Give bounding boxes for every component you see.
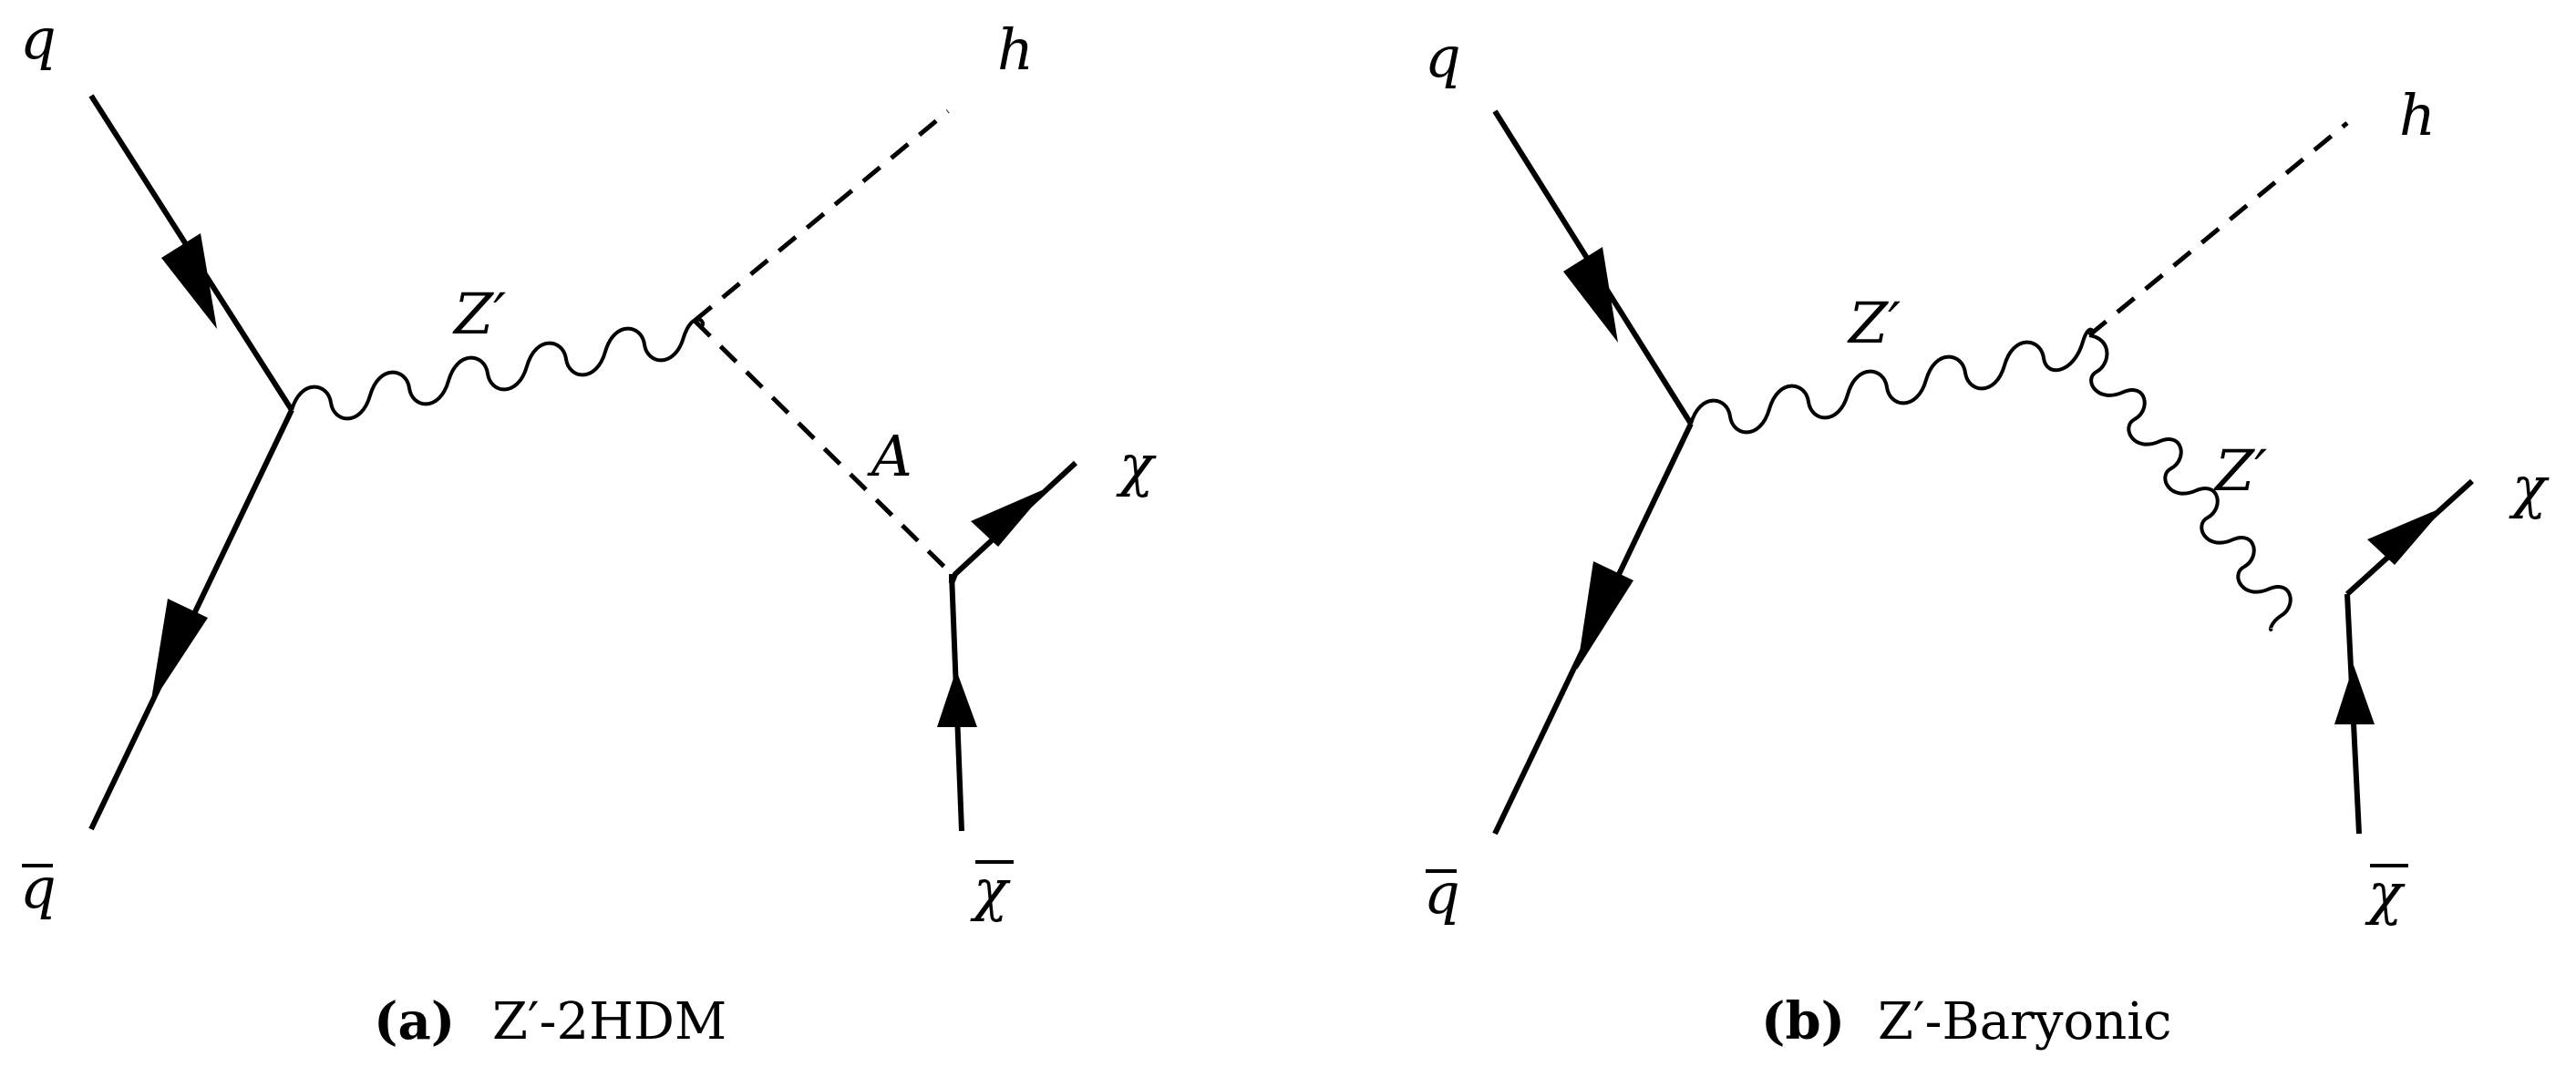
diagram-b-label-zprime-1: Z′: [1847, 290, 1901, 356]
diagram-a-chibar-line: [937, 573, 977, 832]
diagram-a-caption-tag: (a): [374, 991, 455, 1051]
diagram-a-higgs-line: [693, 109, 950, 323]
diagram-b: q q h Z′ Z′ χ χ (b) Z′-Baryonic: [1424, 24, 2550, 1051]
diagram-a-label-q: q: [20, 5, 57, 72]
diagram-b-chi-line: [2344, 478, 2475, 597]
diagram-b-quark-arrow: [1563, 247, 1618, 343]
diagram-a-chi-arrow: [971, 487, 1048, 547]
diagram-a-chi-line: [949, 460, 1078, 585]
diagram-b-quark-line: [1492, 109, 1694, 426]
diagram-a-label-qbar-group: q: [20, 855, 57, 921]
diagram-b-label-h: h: [2399, 82, 2436, 149]
diagram-a-chibar-arrow: [937, 670, 977, 727]
diagram-a-antiquark-line: [88, 408, 294, 831]
diagram-a-quark-line: [88, 94, 294, 412]
diagram-b-antiquark-line: [1492, 422, 1694, 836]
diagram-b-label-zprime-2: Z′: [2213, 437, 2267, 504]
diagram-b-label-chibar: χ: [2365, 860, 2406, 927]
diagram-b-higgs-line: [2087, 121, 2349, 337]
diagram-a-label-a: A: [867, 423, 912, 489]
diagram-a-pseudoscalar-line: [693, 319, 953, 576]
diagram-a-label-chi: χ: [1116, 432, 1157, 498]
diagram-b-chi-arrow: [2367, 507, 2445, 565]
diagram-a-label-chibar: χ: [970, 856, 1011, 923]
diagram-a-label-qbar: q: [20, 855, 57, 921]
diagram-b-caption-text: Z′-Baryonic: [1878, 992, 2172, 1051]
diagram-b-label-chi: χ: [2509, 454, 2550, 520]
diagram-b-zprime-propagator: [1689, 327, 2095, 435]
diagram-a-label-zprime: Z′: [452, 281, 506, 347]
diagram-a-quark-arrow: [161, 233, 217, 329]
diagram-a-zprime-propagator: [290, 317, 705, 421]
diagram-b-antiquark-arrow: [1577, 561, 1633, 670]
diagram-b-caption-tag: (b): [1761, 991, 1845, 1051]
diagram-a-caption-text: Z′-2HDM: [492, 992, 726, 1051]
diagram-b-label-q: q: [1425, 24, 1461, 90]
diagram-b-label-chibar-group: χ: [2365, 860, 2408, 927]
diagram-b-chibar-line: [2334, 593, 2375, 835]
diagram-a: q q h Z′ A χ χ (a) Z′-2HDM: [20, 5, 1157, 1051]
diagram-b-zprime-propagator-2: [2088, 333, 2293, 631]
diagram-a-label-h: h: [997, 16, 1034, 83]
diagram-b-label-qbar-group: q: [1424, 860, 1460, 927]
diagram-b-chibar-arrow: [2334, 665, 2375, 724]
diagram-a-antiquark-arrow: [150, 599, 208, 705]
diagram-b-label-qbar: q: [1424, 860, 1460, 927]
diagram-a-label-chibar-group: χ: [970, 856, 1014, 923]
